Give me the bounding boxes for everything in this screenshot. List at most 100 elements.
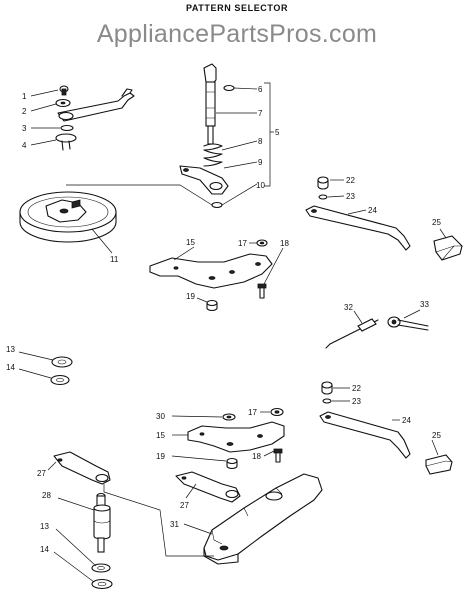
leader-11 xyxy=(91,228,113,254)
part-17-nut-b xyxy=(270,407,284,417)
leader-31 xyxy=(183,523,213,535)
callout-18b: 18 xyxy=(252,452,261,461)
callout-6: 6 xyxy=(258,85,263,94)
leader-19b xyxy=(171,455,227,462)
part-18-screw xyxy=(257,283,267,299)
part-19-spacer xyxy=(206,299,218,312)
callout-10: 10 xyxy=(256,181,265,190)
callout-18a: 18 xyxy=(280,239,289,248)
part-13-washer-b xyxy=(91,563,111,573)
leader-27b xyxy=(185,483,197,499)
leader-18a xyxy=(263,247,284,285)
callout-13b: 13 xyxy=(40,522,49,531)
callout-4: 4 xyxy=(22,141,27,150)
part-30-nut xyxy=(222,413,236,421)
part-13-washer-a xyxy=(51,356,73,368)
part-25-block-a xyxy=(433,235,463,261)
diagram-title: PATTERN SELECTOR xyxy=(186,3,288,13)
leader-2 xyxy=(30,103,57,112)
leader-4 xyxy=(30,139,57,146)
callout-27a: 27 xyxy=(37,469,46,478)
part-24-link-b xyxy=(319,411,411,459)
callout-17a: 17 xyxy=(238,239,247,248)
leader-32 xyxy=(353,310,363,324)
callout-19b: 19 xyxy=(156,452,165,461)
connector-27 xyxy=(103,484,214,557)
part-19-spacer-b xyxy=(226,457,238,470)
callout-23b: 23 xyxy=(352,397,361,406)
leader-24a xyxy=(347,209,367,215)
callout-32: 32 xyxy=(344,303,353,312)
leader-14a xyxy=(18,368,52,379)
leader-1 xyxy=(30,89,59,97)
callout-5: 5 xyxy=(275,128,280,137)
leader-33 xyxy=(403,309,421,319)
leader-27a xyxy=(47,461,57,471)
part-9-lever xyxy=(179,165,229,195)
part-31-base xyxy=(203,473,323,565)
part-18-screw-b xyxy=(273,448,283,463)
callout-7: 7 xyxy=(258,109,263,118)
part-22-screw-b xyxy=(321,381,333,395)
leader-19a xyxy=(196,297,208,303)
part-33-screw xyxy=(387,316,429,331)
part-2-washer xyxy=(55,98,71,108)
callout-25b: 25 xyxy=(432,431,441,440)
part-25-block-b xyxy=(425,454,453,475)
callout-22a: 22 xyxy=(346,176,355,185)
callout-33: 33 xyxy=(420,300,429,309)
callout-3: 3 xyxy=(22,124,27,133)
bracket-5 xyxy=(264,82,274,187)
callout-2: 2 xyxy=(22,107,27,116)
callout-8: 8 xyxy=(258,137,263,146)
callout-25a: 25 xyxy=(432,218,441,227)
leader-25b xyxy=(431,439,439,456)
leader-13a xyxy=(18,351,54,361)
callout-14a: 14 xyxy=(6,363,15,372)
part-15-plate-b xyxy=(187,421,285,453)
part-7-shaft xyxy=(203,63,217,145)
callout-11: 11 xyxy=(110,255,119,264)
part-14-washer-a xyxy=(50,374,70,386)
callout-14b: 14 xyxy=(40,545,49,554)
watermark: AppliancePartsPros.com xyxy=(97,20,377,48)
callout-27b: 27 xyxy=(180,501,189,510)
leader-23a xyxy=(327,195,345,198)
part-23-washer-a xyxy=(318,194,328,200)
callout-13a: 13 xyxy=(6,345,15,354)
part-23-washer-b xyxy=(322,398,332,404)
leader-28 xyxy=(57,497,95,511)
part-22-screw-a xyxy=(317,176,329,190)
leader-6 xyxy=(233,87,258,90)
callout-30: 30 xyxy=(156,412,165,421)
callout-23a: 23 xyxy=(346,192,355,201)
callout-22b: 22 xyxy=(352,384,361,393)
part-32-wire xyxy=(325,318,379,349)
part-28-shaft xyxy=(93,492,111,553)
callout-19a: 19 xyxy=(186,292,195,301)
leader-25a xyxy=(439,228,447,239)
part-1-screw xyxy=(59,85,69,96)
part-8-spring xyxy=(203,143,223,167)
leader-10 xyxy=(221,183,258,206)
leader-14b xyxy=(53,551,95,583)
callout-1: 1 xyxy=(22,92,27,101)
leader-13b xyxy=(55,528,97,567)
callout-28: 28 xyxy=(42,491,51,500)
callout-17b: 17 xyxy=(248,408,257,417)
part-6-washer xyxy=(223,84,235,92)
leader-9 xyxy=(223,161,258,169)
leader-18b xyxy=(263,450,275,457)
leader-8 xyxy=(221,140,258,151)
part-2-arm xyxy=(57,88,135,122)
callout-9: 9 xyxy=(258,158,263,167)
callout-24b: 24 xyxy=(402,416,411,425)
part-4-ring xyxy=(55,133,77,151)
part-11-cam-disc xyxy=(19,191,117,243)
callout-15a: 15 xyxy=(186,238,195,247)
connector-11 xyxy=(66,184,213,206)
leader-30 xyxy=(171,415,223,418)
part-10-clip xyxy=(211,201,223,209)
part-24-link-a xyxy=(305,205,411,251)
